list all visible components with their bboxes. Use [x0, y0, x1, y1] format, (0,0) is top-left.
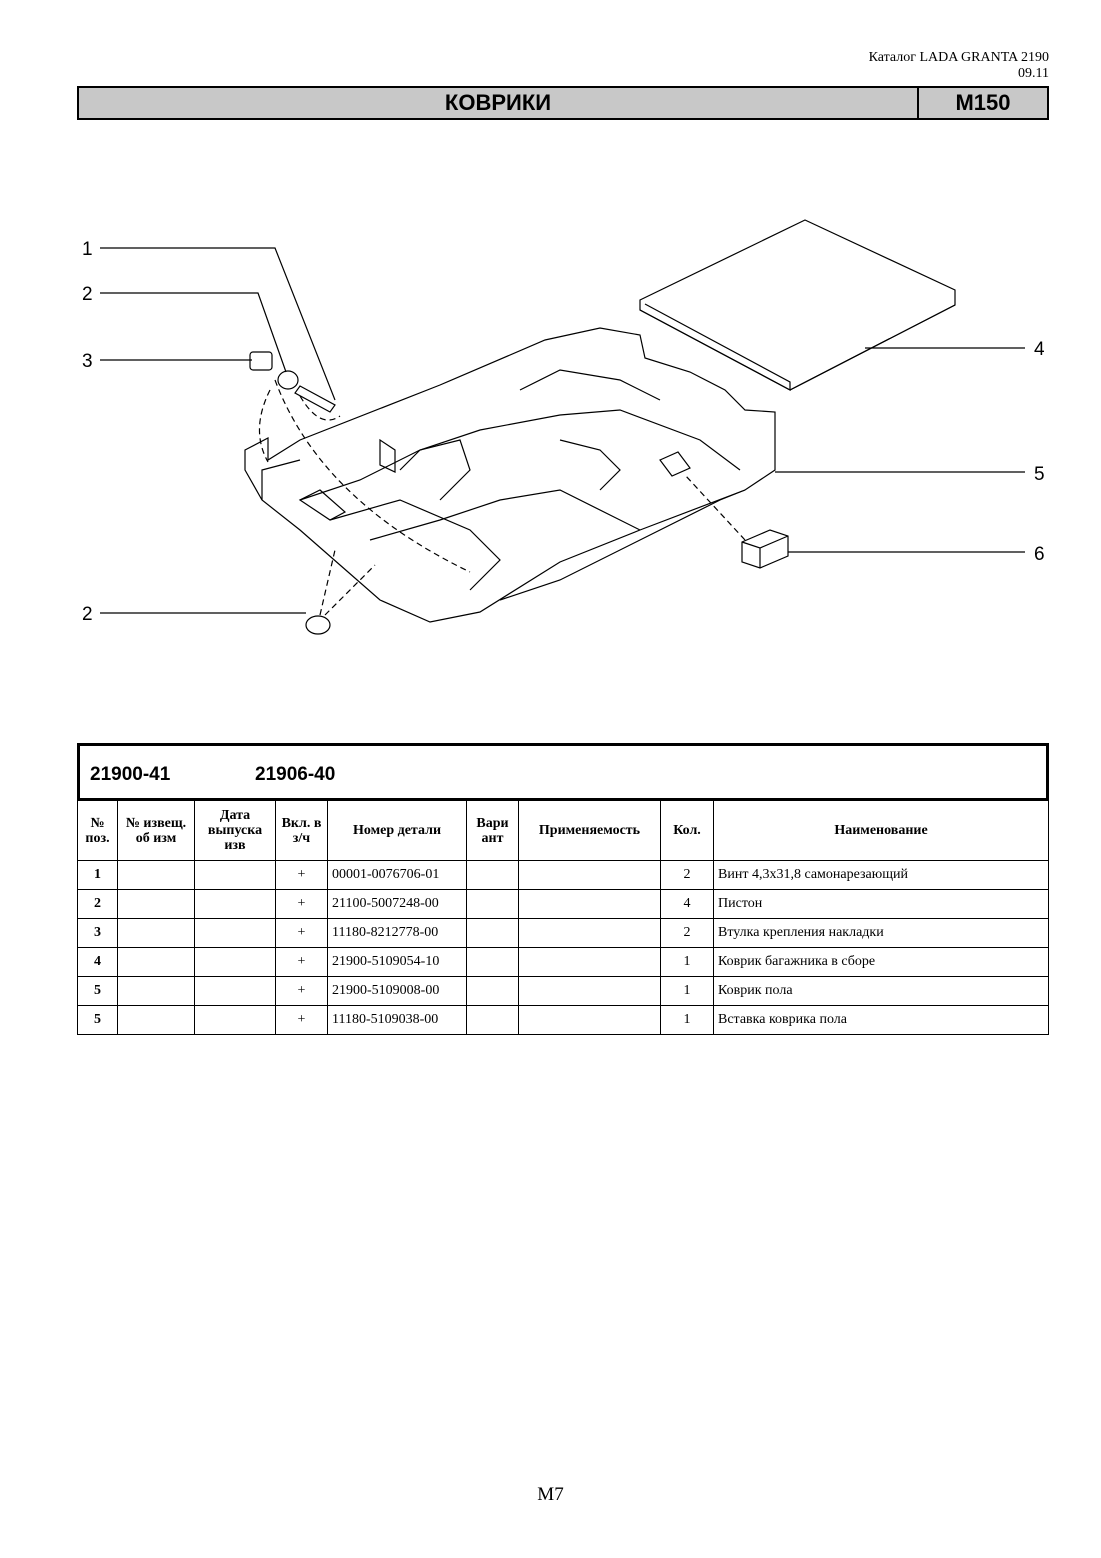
- parts-table: № поз. № извещ. об изм Дата выпуска изв …: [77, 800, 1049, 1035]
- cell-variant: [466, 947, 519, 977]
- cell-notice: [117, 860, 195, 890]
- cell-date: [194, 947, 276, 977]
- cell-date: [194, 976, 276, 1006]
- cell-name: Коврик пола: [713, 976, 1049, 1006]
- table-row: 3 + 11180-8212778-00 2 Втулка крепления …: [77, 918, 1049, 948]
- callout-3: 3: [82, 351, 93, 372]
- cell-incl: +: [275, 918, 328, 948]
- cell-date: [194, 860, 276, 890]
- cell-part-number: 11180-8212778-00: [327, 918, 467, 948]
- cell-name: Коврик багажника в сборе: [713, 947, 1049, 977]
- cell-incl: +: [275, 947, 328, 977]
- cell-incl: +: [275, 860, 328, 890]
- callout-5: 5: [1034, 464, 1045, 485]
- callout-6: 6: [1034, 544, 1045, 565]
- floor-mat-drawing: [244, 327, 776, 623]
- callout-2: 2: [82, 284, 93, 305]
- cell-variant: [466, 976, 519, 1006]
- catalog-date: 09.11: [1018, 66, 1049, 81]
- cell-applicability: [518, 860, 661, 890]
- cell-pos: 2: [77, 889, 118, 919]
- cell-date: [194, 918, 276, 948]
- cell-applicability: [518, 947, 661, 977]
- cell-date: [194, 889, 276, 919]
- callout-4: 4: [1034, 339, 1045, 360]
- mat-insert-drawing: [741, 529, 789, 569]
- cell-variant: [466, 1005, 519, 1035]
- screw-drawing: [294, 385, 336, 413]
- cell-notice: [117, 976, 195, 1006]
- cell-qty: 4: [660, 889, 714, 919]
- cell-part-number: 00001-0076706-01: [327, 860, 467, 890]
- model-code-1: 21900-41: [90, 764, 171, 785]
- cell-pos: 5: [77, 1005, 118, 1035]
- col-notice: № извещ. об изм: [117, 800, 195, 861]
- cell-name: Втулка крепления накладки: [713, 918, 1049, 948]
- col-applicability: Применяемость: [518, 800, 661, 861]
- cell-name: Вставка коврика пола: [713, 1005, 1049, 1035]
- piston-drawing: [277, 370, 331, 635]
- section-code: M150: [917, 88, 1047, 118]
- trunk-mat-drawing: [639, 219, 956, 391]
- cell-notice: [117, 889, 195, 919]
- cell-part-number: 21100-5007248-00: [327, 889, 467, 919]
- col-incl: Вкл. в з/ч: [275, 800, 328, 861]
- cell-applicability: [518, 918, 661, 948]
- col-name: Наименование: [713, 800, 1049, 861]
- cell-incl: +: [275, 1005, 328, 1035]
- cell-name: Пистон: [713, 889, 1049, 919]
- table-row: 5 + 11180-5109038-00 1 Вставка коврика п…: [77, 1005, 1049, 1035]
- col-variant: Вари ант: [466, 800, 519, 861]
- col-date: Дата выпуска изв: [194, 800, 276, 861]
- cell-qty: 1: [660, 976, 714, 1006]
- cell-pos: 3: [77, 918, 118, 948]
- cell-part-number: 21900-5109054-10: [327, 947, 467, 977]
- table-header-row: № поз. № извещ. об изм Дата выпуска изв …: [77, 800, 1049, 861]
- cell-variant: [466, 889, 519, 919]
- table-row: 4 + 21900-5109054-10 1 Коврик багажника …: [77, 947, 1049, 977]
- cell-pos: 4: [77, 947, 118, 977]
- cell-incl: +: [275, 976, 328, 1006]
- callout-1: 1: [82, 239, 93, 260]
- cell-qty: 2: [660, 918, 714, 948]
- col-part-number: Номер детали: [327, 800, 467, 861]
- cell-variant: [466, 860, 519, 890]
- cell-pos: 5: [77, 976, 118, 1006]
- section-title: КОВРИКИ: [444, 90, 552, 115]
- cell-part-number: 21900-5109008-00: [327, 976, 467, 1006]
- callout-2-lower: 2: [82, 604, 93, 625]
- assembly-lines: [258, 379, 746, 616]
- bushing-drawing: [249, 351, 273, 371]
- cell-pos: 1: [77, 860, 118, 890]
- cell-qty: 1: [660, 1005, 714, 1035]
- cell-qty: 1: [660, 947, 714, 977]
- catalog-header: Каталог LADA GRANTA 2190 09.11: [869, 50, 1049, 82]
- cell-incl: +: [275, 889, 328, 919]
- col-qty: Кол.: [660, 800, 714, 861]
- cell-notice: [117, 918, 195, 948]
- cell-part-number: 11180-5109038-00: [327, 1005, 467, 1035]
- cell-date: [194, 1005, 276, 1035]
- parts-diagram: 1 2 3 4 5 6 2: [82, 219, 1045, 635]
- section-title-bar: КОВРИКИ M150: [77, 86, 1049, 120]
- leader-lines: [100, 247, 1025, 614]
- table-row: 5 + 21900-5109008-00 1 Коврик пола: [77, 976, 1049, 1006]
- catalog-title: Каталог LADA GRANTA 2190: [868, 50, 1049, 65]
- table-row: 2 + 21100-5007248-00 4 Пистон: [77, 889, 1049, 919]
- cell-applicability: [518, 1005, 661, 1035]
- models-header: 21900-41 21906-40: [77, 743, 1049, 800]
- model-code-2: 21906-40: [255, 764, 336, 785]
- cell-name: Винт 4,3х31,8 самонарезающий: [713, 860, 1049, 890]
- cell-applicability: [518, 889, 661, 919]
- cell-qty: 2: [660, 860, 714, 890]
- cell-notice: [117, 947, 195, 977]
- table-row: 1 + 00001-0076706-01 2 Винт 4,3х31,8 сам…: [77, 860, 1049, 890]
- cell-notice: [117, 1005, 195, 1035]
- page-number: M7: [537, 1484, 564, 1505]
- cell-applicability: [518, 976, 661, 1006]
- cell-variant: [466, 918, 519, 948]
- col-pos: № поз.: [77, 800, 118, 861]
